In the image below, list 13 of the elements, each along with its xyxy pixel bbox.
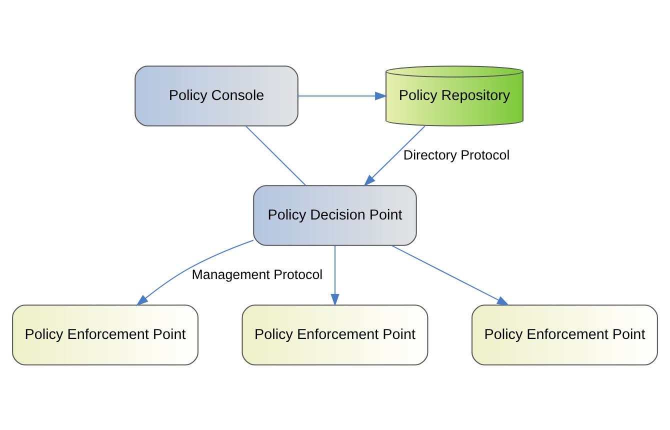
arrow [391,244,510,306]
connector [245,125,306,186]
arrow [330,245,340,306]
node-box: Policy Enforcement Point [242,304,428,365]
node-box: Policy Enforcement Point [12,304,198,365]
edge-label: Management Protocol [192,266,323,282]
arrow [364,125,426,186]
node-box: Policy Console [134,65,298,126]
edge-label: Directory Protocol [403,146,510,162]
arrow [298,91,388,100]
node-box: Policy Decision Point [253,184,417,246]
node-box: Policy Enforcement Point [472,304,658,365]
arrow [136,239,254,306]
